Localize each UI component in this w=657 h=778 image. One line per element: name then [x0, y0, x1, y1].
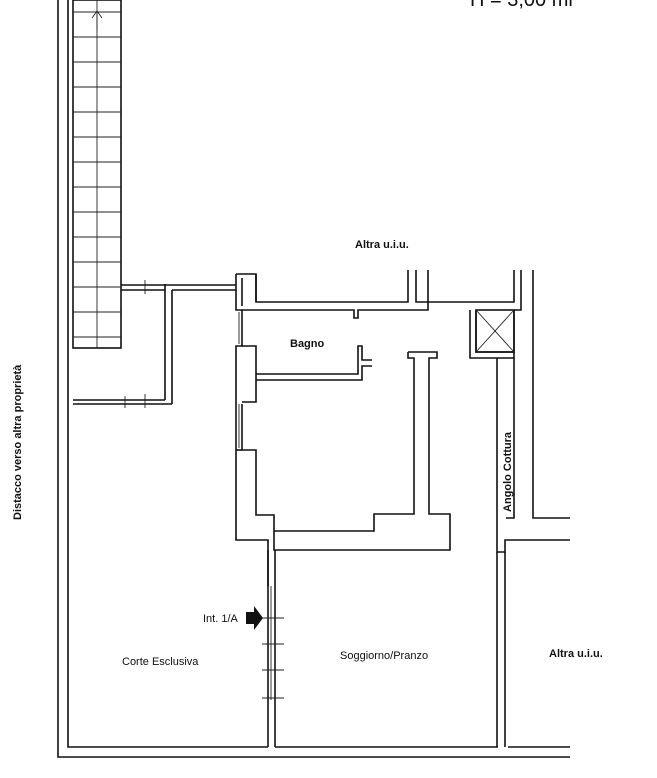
entrance-label: Int. 1/A — [203, 613, 239, 625]
shaft-icon — [475, 309, 515, 353]
lot-boundary — [57, 0, 570, 758]
room-label-altra-uiu-top: Altra u.i.u. — [355, 239, 409, 251]
room-label-altra-uiu-right: Altra u.i.u. — [549, 648, 603, 660]
entrance-arrow-icon — [246, 606, 263, 630]
room-label-bagno: Bagno — [290, 338, 325, 350]
side-distance-label: Distacco verso altra proprietà — [12, 364, 24, 520]
apartment-walls — [235, 270, 570, 747]
room-label-soggiorno-pranzo: Soggiorno/Pranzo — [340, 650, 428, 662]
room-label-corte-esclusiva: Corte Esclusiva — [122, 656, 199, 668]
entrance-door — [262, 586, 284, 700]
ceiling-height-text: H = 3,00 ml — [470, 0, 573, 11]
stair-landing-walls — [73, 280, 236, 408]
stair-treads — [73, 11, 121, 338]
room-label-angolo-cottura: Angolo Cottura — [502, 431, 514, 512]
stair-direction-arrow-icon — [91, 10, 103, 30]
staircase — [72, 0, 122, 349]
